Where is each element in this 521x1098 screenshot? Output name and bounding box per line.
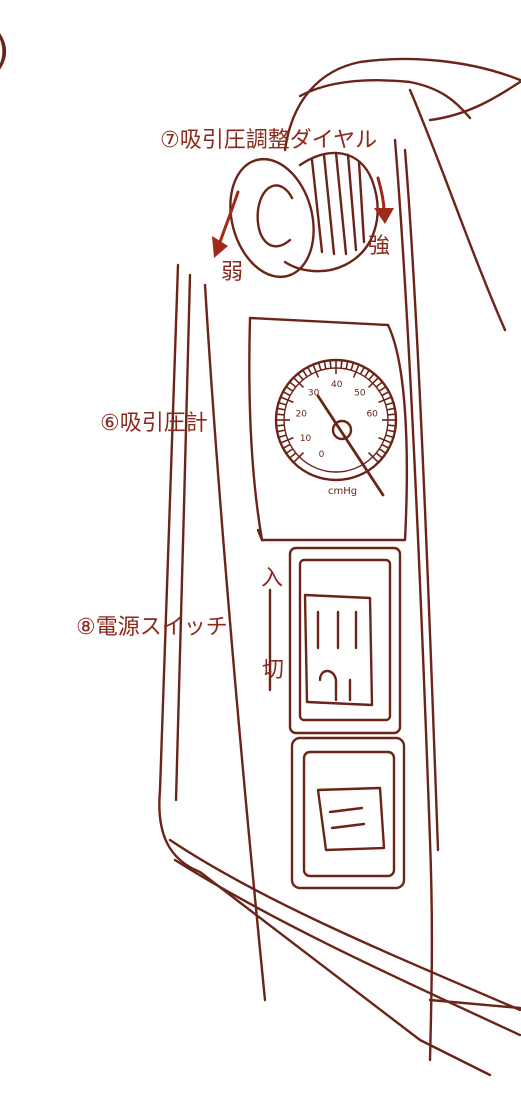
gauge-tick bbox=[289, 452, 297, 459]
gauge-tick bbox=[276, 413, 285, 416]
gauge-tick bbox=[378, 386, 387, 392]
base-curve-2 bbox=[173, 858, 521, 1037]
dial-knob-body bbox=[283, 151, 379, 273]
gauge-tick bbox=[285, 386, 294, 392]
gauge-tick bbox=[385, 401, 394, 406]
gauge-tick bbox=[359, 366, 365, 375]
gauge-tick bbox=[387, 413, 396, 416]
gauge-tick bbox=[329, 360, 332, 369]
gauge-tick bbox=[345, 360, 349, 370]
gauge-ticks bbox=[276, 360, 396, 463]
gauge-tick bbox=[276, 429, 286, 433]
gauge-tick bbox=[285, 448, 294, 454]
gauge-tick bbox=[350, 362, 355, 371]
dial-label: ⑦吸引圧調整ダイヤル bbox=[160, 128, 378, 153]
gauge-tick bbox=[386, 429, 396, 433]
gauge-tick bbox=[368, 373, 375, 381]
top-shell bbox=[283, 57, 521, 152]
strong-arrow-head bbox=[374, 208, 394, 224]
on-label: 入 bbox=[261, 566, 284, 591]
gauge-tick bbox=[293, 451, 305, 463]
dial-knob-c bbox=[256, 184, 294, 248]
top-rim bbox=[298, 79, 472, 120]
body-left-edge bbox=[174, 273, 192, 802]
dial-knob-face bbox=[229, 157, 315, 279]
gauge-tick-label: 50 bbox=[354, 388, 366, 398]
front-panel bbox=[203, 283, 267, 1002]
gauge-tick bbox=[317, 362, 322, 371]
strong-arrow-shaft bbox=[376, 176, 386, 214]
gauge-tick bbox=[378, 396, 392, 404]
gauge-needle bbox=[316, 394, 385, 497]
gauge-tick bbox=[375, 381, 383, 388]
gauge-tick bbox=[293, 377, 305, 389]
gauge-tick bbox=[364, 369, 370, 378]
switch-rocker bbox=[303, 593, 374, 707]
gauge-tick-label: 0 bbox=[319, 450, 325, 460]
gauge-tick bbox=[278, 401, 287, 406]
gauge-tick bbox=[375, 452, 383, 459]
gauge-tick bbox=[323, 360, 327, 370]
gauge-tick-label: 10 bbox=[300, 434, 312, 444]
power-inlet bbox=[290, 736, 406, 890]
gauge-tick bbox=[378, 436, 392, 444]
gauge-tick bbox=[297, 373, 304, 381]
gauge-tick bbox=[387, 424, 396, 427]
gauge-tick bbox=[367, 451, 379, 463]
gauge-tick bbox=[276, 424, 285, 427]
base-curve bbox=[168, 838, 521, 1012]
weak-label: 弱 bbox=[221, 260, 244, 285]
corner-mark: ) bbox=[0, 28, 10, 74]
switch-label: ⑧電源スイッチ bbox=[76, 615, 228, 640]
panel-right-edge-inner bbox=[403, 148, 440, 852]
gauge-unit: cmHg bbox=[328, 486, 357, 497]
gauge-tick bbox=[386, 407, 396, 411]
gauge-tick-label: 60 bbox=[366, 410, 378, 420]
gauge-tick-label: 30 bbox=[308, 388, 320, 398]
right-foot bbox=[428, 998, 521, 1010]
gauge-tick bbox=[282, 443, 291, 449]
switch-housing bbox=[288, 546, 402, 735]
gauge-label: ⑥吸引圧計 bbox=[100, 411, 208, 436]
shell-right-upper bbox=[428, 80, 521, 122]
gauge-tick bbox=[302, 369, 308, 378]
weak-arrow-shaft bbox=[218, 190, 240, 244]
gauge-tick bbox=[312, 364, 320, 378]
gauge-tick bbox=[367, 377, 379, 389]
gauge-tick bbox=[381, 443, 390, 449]
gauge-tick bbox=[280, 396, 294, 404]
gauge-tick bbox=[352, 364, 360, 378]
gauge-tick bbox=[289, 381, 297, 388]
gauge-tick bbox=[378, 448, 387, 454]
off-label: 切 bbox=[262, 658, 285, 683]
gauge-tick bbox=[340, 360, 343, 369]
body-outline bbox=[158, 263, 492, 1077]
gauge-box bbox=[248, 316, 409, 542]
gauge-tick bbox=[280, 436, 294, 444]
gauge-tick bbox=[278, 434, 287, 439]
gauge-tick bbox=[307, 366, 313, 375]
gauge-tick-labels: 40 50 30 20 10 60 0 bbox=[296, 380, 379, 460]
shell-right-curve bbox=[408, 88, 507, 332]
panel-right-edge bbox=[393, 138, 434, 1062]
gauge-tick-label: 20 bbox=[296, 410, 308, 420]
gauge-tick bbox=[385, 434, 394, 439]
strong-label: 強 bbox=[368, 234, 391, 259]
gauge-tick bbox=[276, 407, 286, 411]
gauge-tick bbox=[282, 391, 291, 397]
gauge-hub bbox=[331, 419, 353, 441]
gauge-tick bbox=[381, 391, 390, 397]
gauge-tick-label: 40 bbox=[331, 380, 343, 390]
weak-arrow-head bbox=[212, 236, 228, 258]
